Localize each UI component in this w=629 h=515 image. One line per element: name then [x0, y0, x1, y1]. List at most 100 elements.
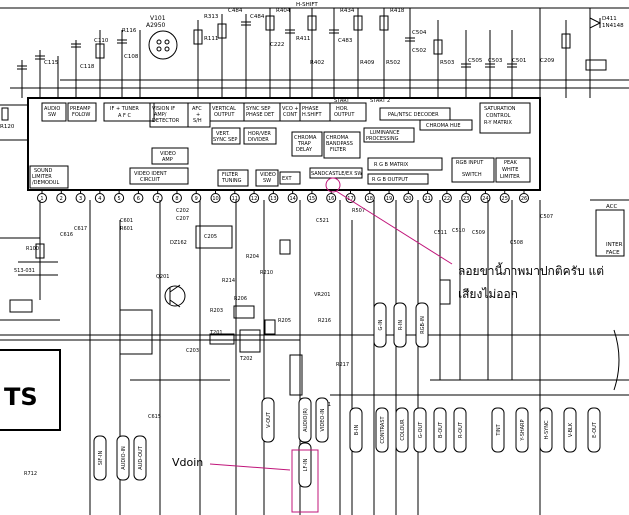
label-c209: C209: [540, 58, 555, 64]
pin-16: [326, 193, 337, 203]
label-c505: C505: [468, 58, 483, 64]
annotation-line2: เสียงไม่ออก: [458, 287, 518, 301]
comp-t202: T202: [239, 356, 253, 362]
comp-r210: R210: [260, 270, 273, 276]
label-1n4148: 1N4148: [602, 23, 624, 29]
comp-c509: C509: [472, 230, 485, 236]
comp-513-031: 513-031: [14, 268, 35, 274]
pin-number: 8: [175, 196, 178, 202]
pin-number: 10: [212, 196, 218, 202]
pin-number: 20: [405, 196, 411, 202]
comp-r204: R204: [246, 254, 259, 260]
right-labels: ACC INTER FACE: [606, 204, 623, 256]
pin-number: 16: [328, 196, 334, 202]
label-r111: R111: [204, 36, 218, 42]
ic-hor-output: HOR.OUTPUT: [334, 106, 355, 118]
label-c110: C110: [94, 38, 109, 44]
connector-body: [373, 302, 387, 348]
comp-r205: R205: [278, 318, 291, 324]
pin-2: [56, 193, 67, 203]
ic-vco: VCO +CONT: [282, 106, 299, 118]
label-d411: D411: [602, 16, 617, 22]
pin-number: 23: [463, 196, 469, 202]
connector-label: SIF-IN: [98, 450, 104, 465]
label-c502: C502: [412, 48, 426, 54]
connector-label: COLOUR: [400, 419, 406, 441]
connector-label: B-OUT: [438, 421, 444, 438]
comp-c507: C507: [540, 214, 553, 220]
connector-body: [413, 407, 427, 453]
comp-r206: R206: [234, 296, 247, 302]
left-block-label: TS: [4, 383, 38, 411]
pin-number: 21: [424, 196, 430, 202]
pin-12: [249, 193, 260, 203]
ic-rgb-output: R G B OUTPUT: [372, 177, 409, 183]
connector-body: [395, 407, 409, 453]
label-r116: R116: [122, 28, 137, 34]
label-c484b: C484: [250, 14, 265, 20]
connector-body: [298, 397, 312, 443]
label-c222: C222: [270, 42, 284, 48]
ic-ext: EXT: [282, 176, 292, 182]
right-label-face: FACE: [606, 250, 620, 256]
label-r402: R402: [310, 60, 324, 66]
pin-number: 3: [79, 196, 82, 202]
label-r502: R502: [386, 60, 400, 66]
connector-label: LF-IN: [303, 458, 309, 471]
label-a2950: A2950: [146, 22, 166, 29]
connector-body: [515, 407, 529, 453]
connector-label: Y-SHARP: [520, 419, 526, 441]
pin-number: 2: [60, 196, 63, 202]
comp-c510: C510: [452, 228, 465, 234]
pin-25: [499, 193, 510, 203]
pin-21: [422, 193, 433, 203]
comp-c616: C616: [60, 232, 73, 238]
connector-label: E-OUT: [592, 421, 598, 438]
pin-number: 11: [232, 196, 238, 202]
comp-t201: T201: [209, 330, 223, 336]
comp-c511: C511: [434, 230, 447, 236]
connector-body: [261, 397, 275, 443]
comp-vr201: VR201: [314, 292, 330, 298]
annotation-pointer: [335, 190, 453, 265]
connector-label: B-IN: [354, 425, 360, 436]
top-components: V101 A2950: [0, 2, 629, 130]
pin-number: 24: [482, 196, 488, 202]
connector-body: [587, 407, 601, 453]
connector-body: [433, 407, 447, 453]
label-r120: R120: [0, 124, 15, 130]
pin-19: [384, 193, 395, 203]
comp-r601: R601: [120, 226, 133, 232]
ic-rgb-matrix: R G B MATRIX: [374, 162, 409, 168]
pin-number: 15: [309, 196, 315, 202]
middle-circuit: [100, 200, 303, 515]
connector-label: R-OUT: [458, 421, 464, 438]
ic-start-2: START 2: [370, 98, 390, 104]
connector-body: [453, 407, 467, 453]
pin-3: [75, 193, 86, 203]
label-r404: R404: [276, 8, 291, 14]
comp-q201: Q201: [156, 274, 169, 280]
comp-r214: R214: [222, 278, 235, 284]
comp-c615: C615: [148, 414, 161, 420]
connector-label: V-OUT: [266, 411, 272, 428]
right-label-inter: INTER: [606, 242, 623, 248]
label-r434: R434: [340, 8, 355, 14]
vdoin-highlight-box: [291, 449, 319, 513]
comp-r203: R203: [210, 308, 223, 314]
label-r313: R313: [204, 14, 219, 20]
pin-number: 9: [195, 196, 198, 202]
pin-number: 6: [137, 196, 140, 202]
comp-c601: C601: [120, 218, 133, 224]
